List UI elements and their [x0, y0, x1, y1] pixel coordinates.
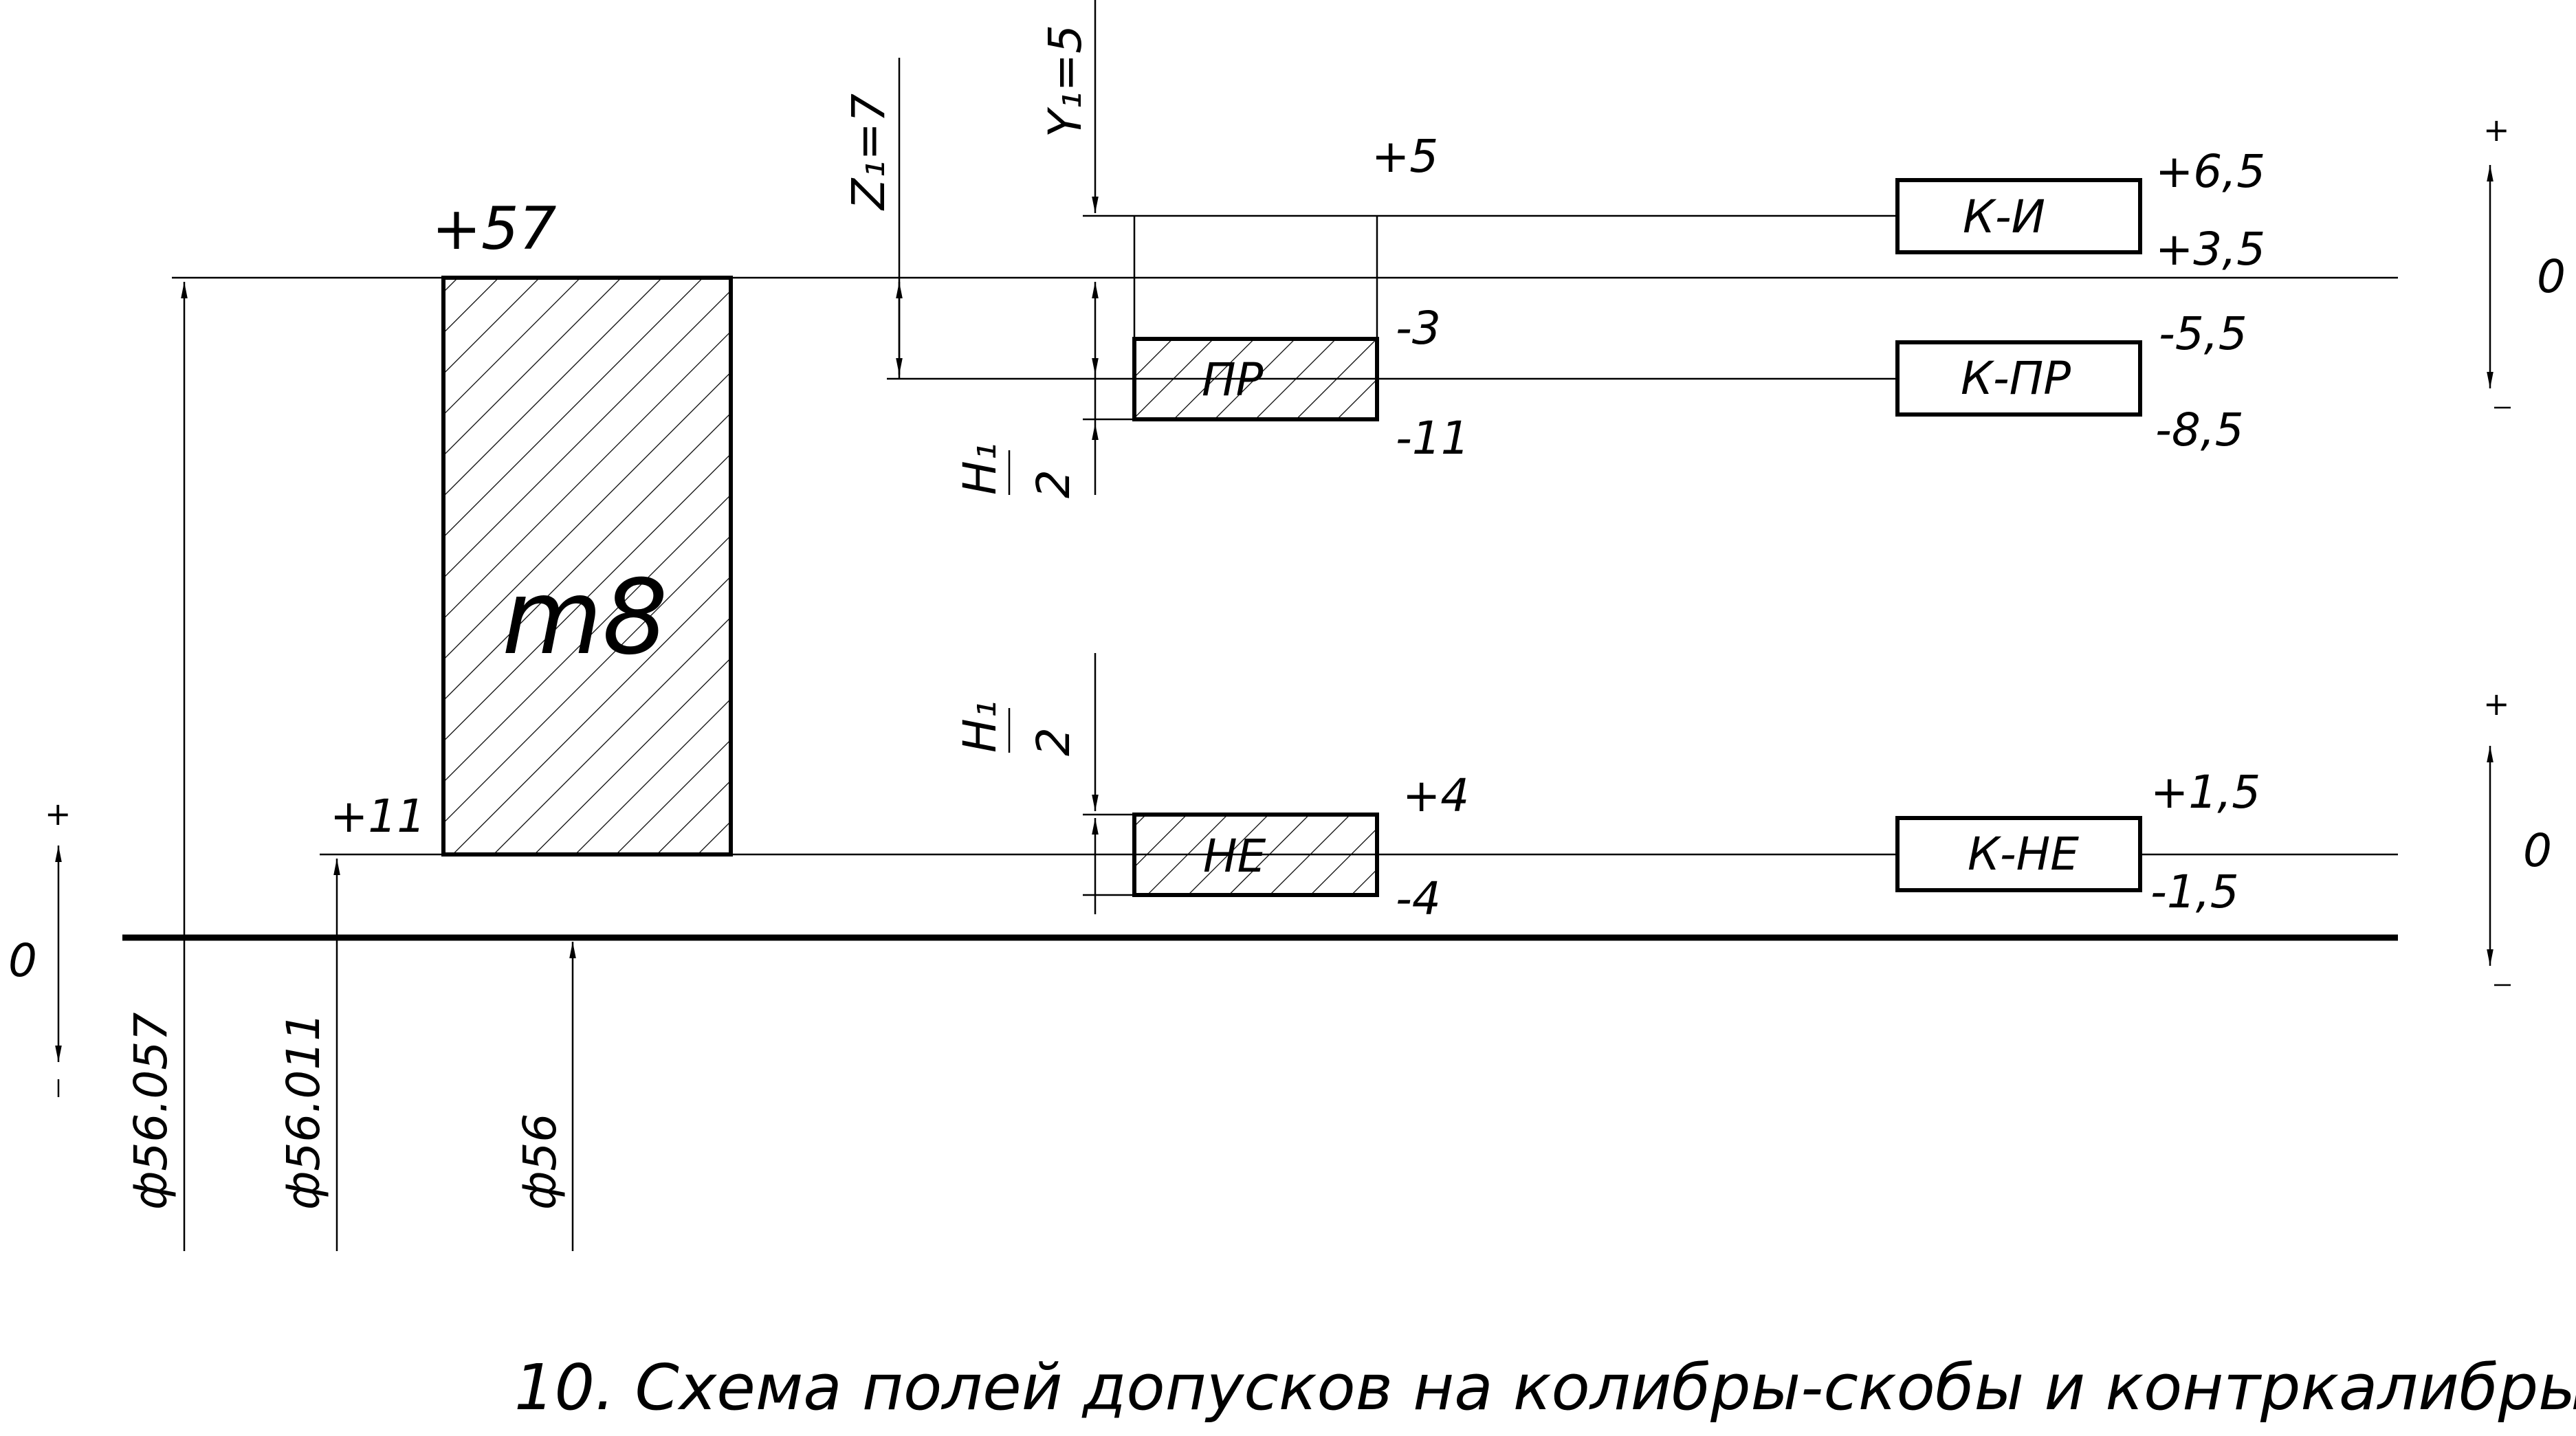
counter-gauge-ki-upper: +6,5	[2155, 145, 2265, 198]
counter-gauge-kne-label: К-НЕ	[1968, 828, 2079, 881]
z1-label: Z₁=7	[842, 93, 895, 211]
counter-gauge-ki-lower: +3,5	[2155, 223, 2265, 276]
figure-caption: 10. Схема полей допусков на колибры-скоб…	[514, 1351, 2576, 1424]
right-lower-zero: 0	[2523, 824, 2552, 877]
counter-gauge-kpr-upper: -5,5	[2159, 307, 2247, 360]
go-gauge-dev-upper: -3	[1396, 302, 1441, 355]
counter-gauge-kne	[1895, 816, 2142, 892]
counter-gauge-kne-upper: +1,5	[2150, 766, 2260, 819]
shaft-field-label: m8	[502, 558, 668, 678]
right-lower-plus: +	[2483, 685, 2510, 722]
go-gauge-upper: +5	[1372, 130, 1438, 183]
dmin-label: ф56.011	[277, 1013, 330, 1210]
dmax-label: ф56.057	[124, 1013, 177, 1210]
y1-label: Y₁=5	[1039, 25, 1092, 137]
go-gauge-field	[1132, 337, 1379, 421]
h1-go-num: H₁	[954, 443, 1006, 495]
shaft-field-m8	[441, 276, 733, 857]
h1-nogo-num: H₁	[954, 700, 1006, 753]
shaft-upper-label: +57	[432, 195, 557, 263]
go-gauge-label: ПР	[1202, 353, 1264, 406]
nogo-gauge-label: НЕ	[1203, 830, 1266, 883]
counter-gauge-kne-lower: -1,5	[2150, 865, 2239, 918]
nogo-gauge-field	[1132, 813, 1379, 897]
nogo-gauge-dev-upper: +4	[1402, 769, 1469, 822]
shaft-lower-label: +11	[330, 790, 426, 843]
counter-gauge-kpr-lower: -8,5	[2155, 404, 2244, 456]
go-gauge-dev-lower: -11	[1396, 412, 1470, 465]
left-sign-zero: 0	[8, 934, 37, 987]
left-sign-plus: +	[45, 795, 71, 832]
nogo-gauge-dev-lower: -4	[1396, 872, 1441, 925]
h1-nogo-den: 2	[1027, 727, 1080, 756]
counter-gauge-kpr-label: К-ПР	[1961, 352, 2071, 405]
counter-gauge-ki-label: К-И	[1963, 190, 2045, 243]
dnom-label: ф56	[514, 1114, 566, 1210]
right-upper-zero: 0	[2537, 250, 2566, 303]
right-upper-plus: +	[2483, 111, 2510, 148]
counter-gauge-ki	[1895, 178, 2142, 254]
h1-go-den: 2	[1027, 470, 1080, 498]
counter-gauge-kpr	[1895, 340, 2142, 417]
